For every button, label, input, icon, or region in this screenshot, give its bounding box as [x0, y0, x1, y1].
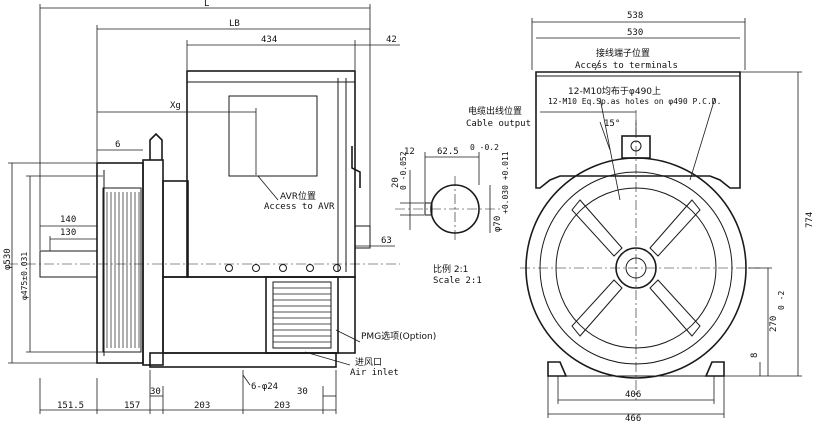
fan-grille-fins: [106, 192, 140, 348]
dim-203-left: 203: [194, 401, 210, 411]
fan-grille: [102, 187, 142, 353]
dim-L: L: [204, 0, 209, 9]
dim-8: 8: [750, 353, 760, 358]
dim-530: 530: [627, 28, 643, 38]
dim-phi70: φ70: [493, 216, 503, 232]
shaft-key-detail: [395, 152, 500, 240]
holes-label-en: 12-M10 Eq.Sp.as holes on φ490 P.C.D.: [548, 97, 721, 106]
dim-434: 434: [261, 35, 277, 45]
dim-63: 63: [381, 236, 392, 246]
dim-20: 20: [391, 177, 401, 188]
scale-cn: 比例 2:1: [433, 263, 468, 275]
end-bracket-inner: [539, 171, 733, 365]
avr-label-cn: AVR位置: [280, 190, 316, 202]
side-callouts: AVR位置 Access to AVR PMG选项(Option) 进风口 Ai…: [264, 190, 436, 378]
dim-62-5-tol: 0 -0.2: [470, 143, 499, 152]
front-dimensions: [531, 18, 802, 418]
dim-774: 774: [805, 212, 815, 228]
dim-phi70-tol: +0.030 +0.011: [501, 151, 510, 214]
foot-left: [547, 361, 568, 377]
frame-front: [162, 180, 189, 278]
dim-42: 42: [386, 35, 397, 45]
dim-phi530: φ530: [3, 248, 13, 270]
dim-phi475: φ475±0.031: [20, 252, 29, 300]
cable-label-en: Cable output: [466, 119, 531, 129]
dim-203-right: 203: [274, 401, 290, 411]
lifting-hook: [149, 132, 163, 160]
shaft-detail-labels: 12 62.5 0 -0.2 20 0 -0.052 φ70 +0.030 +0…: [391, 143, 510, 286]
avr-access-window: [228, 95, 318, 177]
hub: [615, 247, 657, 289]
dim-6: 6: [115, 140, 120, 150]
dim-157: 157: [124, 401, 140, 411]
dim-538: 538: [627, 11, 643, 21]
holes-label-cn: 12-M10均布于φ490上: [568, 85, 661, 97]
terminals-label-cn: 接线端子位置: [596, 47, 650, 59]
air-inlet-en: Air inlet: [350, 368, 399, 378]
cable-label-cn: 电缆出线位置: [468, 105, 522, 117]
avr-label-en: Access to AVR: [264, 202, 335, 212]
shaft-end: [625, 257, 647, 279]
dim-LB: LB: [229, 19, 240, 29]
side-dimensions: [8, 4, 400, 414]
pmg-label: PMG选项(Option): [361, 330, 436, 342]
adaptor-flange: [142, 159, 164, 366]
air-inlet-cn: 进风口: [355, 357, 382, 368]
side-view: [8, 4, 400, 414]
dim-15-deg: 15°: [604, 119, 620, 129]
front-labels: 538 530 接线端子位置 Access to terminals 12-M1…: [466, 11, 815, 424]
dim-62-5: 62.5: [437, 147, 459, 157]
spokes: [571, 199, 701, 337]
frame-body: [162, 276, 356, 354]
terminal-box: [186, 70, 356, 278]
dim-holes-6-phi24: 6-φ24: [251, 382, 278, 392]
dim-151-5: 151.5: [57, 401, 84, 411]
cable-clip: [351, 146, 361, 188]
front-view: [520, 18, 802, 418]
terminals-label-en: Access to terminals: [575, 61, 678, 71]
dim-270: 270: [769, 316, 779, 332]
dim-30-left: 30: [150, 387, 161, 397]
dim-270-tol: 0 -2: [777, 291, 786, 310]
dim-130: 130: [60, 228, 76, 238]
scale-en: Scale 2:1: [433, 276, 482, 286]
lifting-eye: [621, 135, 651, 159]
terminal-box-front: [535, 71, 741, 189]
dim-20-tol: 0 -0.052: [399, 151, 408, 190]
dim-466: 466: [625, 414, 641, 424]
dim-140: 140: [60, 215, 76, 225]
dim-30-right: 30: [297, 387, 308, 397]
foot-right: [704, 361, 725, 377]
dim-406: 406: [625, 390, 641, 400]
dim-Xg: Xg: [170, 101, 181, 111]
air-inlet-fins: [273, 287, 331, 343]
mounting-feet: [149, 352, 337, 368]
pmg-box: [265, 276, 339, 354]
dim-12: 12: [404, 147, 415, 157]
side-dimension-labels: L LB 434 42 Xg 6 140 130 φ530 φ475±0.031…: [3, 0, 397, 411]
